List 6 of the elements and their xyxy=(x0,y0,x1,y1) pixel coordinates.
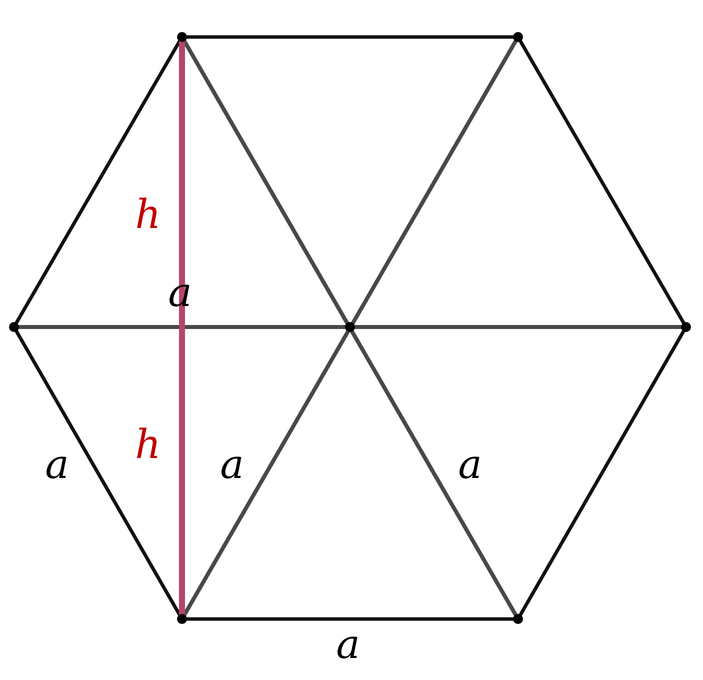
height-label: h xyxy=(135,425,161,465)
side-label: a xyxy=(458,445,482,485)
side-label: a xyxy=(220,445,244,485)
side-label: a xyxy=(336,625,360,665)
height-label: h xyxy=(135,195,161,235)
side-label: a xyxy=(45,445,69,485)
